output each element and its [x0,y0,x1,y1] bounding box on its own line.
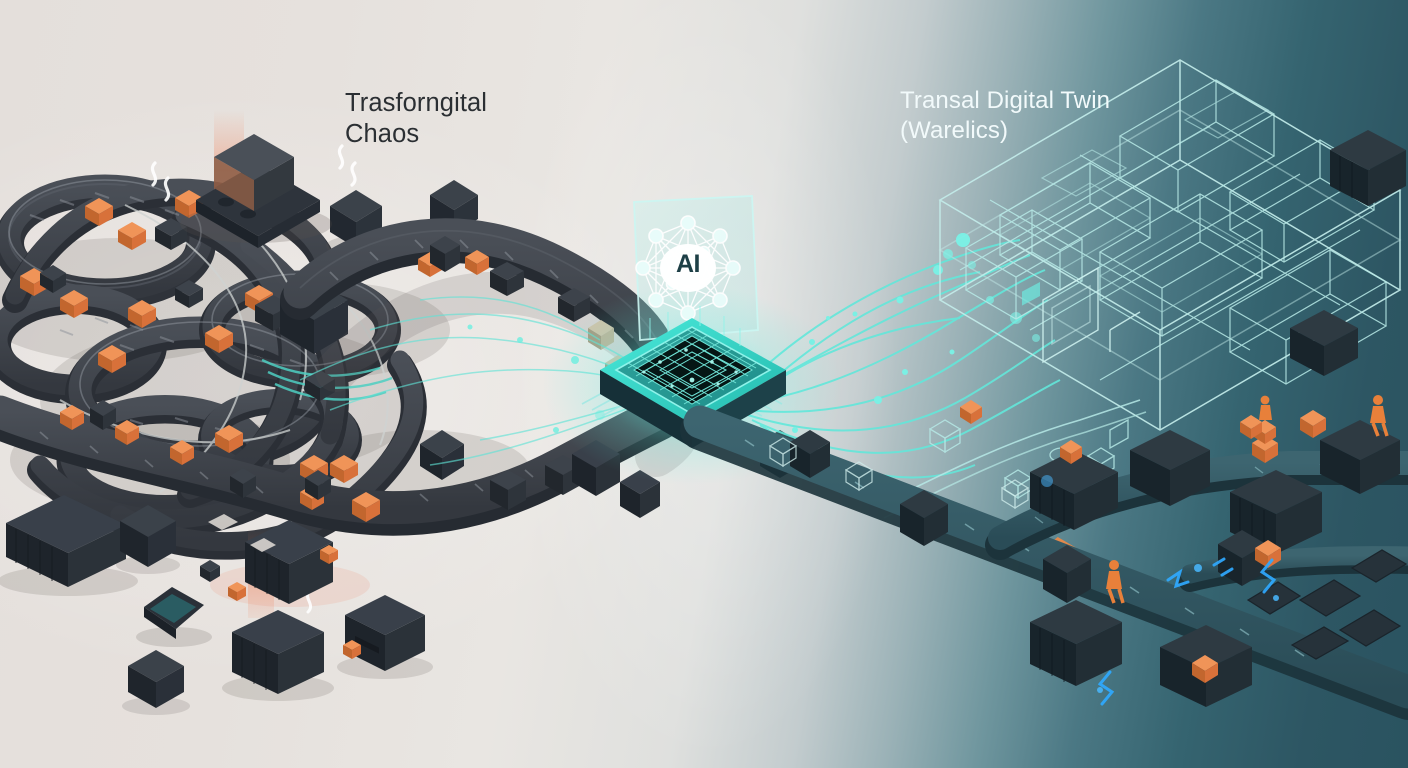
blue-robot-accents [1097,557,1277,706]
warehouse-shell [938,59,1402,431]
label-digital-twin: Transal Digital Twin (Warelics) [900,87,1111,144]
ai-badge [660,244,716,292]
right-orange-boxes [960,400,1326,683]
ai-chip [581,306,786,448]
label-transformational-chaos: Trasforngital Chaos [345,89,488,149]
warehouse-entry-nodes [943,233,1040,306]
warehouse-dock [1042,266,1141,364]
warehouse-racking [959,79,1388,385]
ai-badge-text: AI [676,250,701,278]
toppled-panels [1246,549,1408,660]
alert-machine-top [150,110,357,248]
blue-glow-dots [1041,475,1279,693]
right-wire-cubes [768,437,1030,510]
scattered-containers-left [0,495,433,715]
worker-figures [1106,395,1389,604]
